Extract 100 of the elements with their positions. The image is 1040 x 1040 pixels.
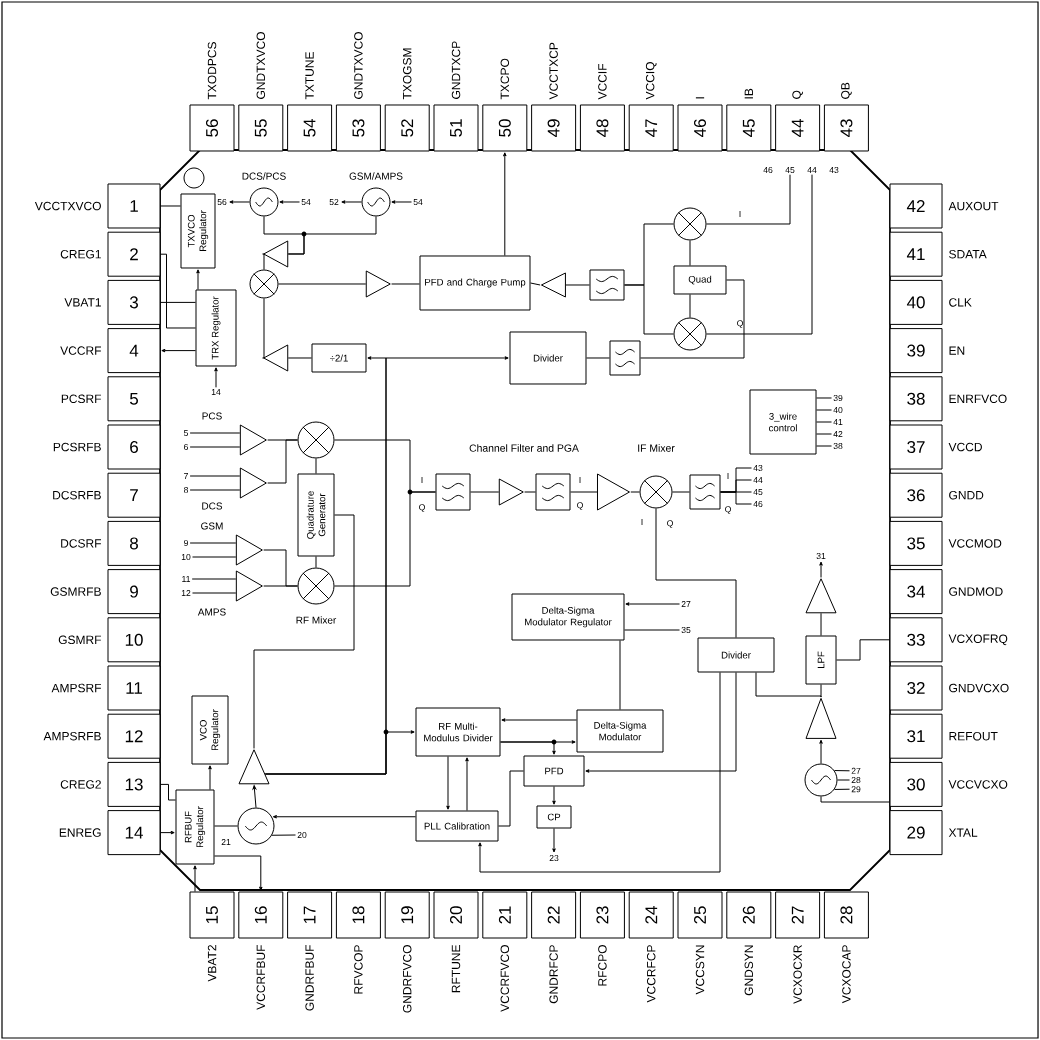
arrow bbox=[625, 602, 681, 606]
signal-line bbox=[253, 514, 355, 749]
pin-box: 16 bbox=[238, 891, 284, 939]
arrow bbox=[279, 200, 300, 204]
arrow bbox=[272, 815, 416, 819]
pin-box: 45 bbox=[726, 104, 772, 152]
signal-line bbox=[689, 240, 691, 266]
mixer-symbol bbox=[673, 207, 707, 241]
arrow bbox=[500, 741, 556, 755]
amplifier-symbol bbox=[235, 570, 263, 602]
signal-line bbox=[834, 770, 851, 772]
signal-line bbox=[640, 279, 745, 359]
signal-line bbox=[267, 439, 298, 484]
amplifier-symbol bbox=[239, 424, 267, 456]
pin-box: 40 bbox=[889, 279, 943, 325]
signal-line bbox=[837, 779, 851, 781]
signal-line bbox=[261, 253, 265, 270]
arrow bbox=[819, 739, 823, 764]
pin-box: 21 bbox=[482, 891, 528, 939]
amplifier-symbol bbox=[238, 749, 270, 785]
pin-box: 50 bbox=[482, 104, 528, 152]
signal-line bbox=[586, 357, 610, 359]
pin-box: 3 bbox=[107, 279, 161, 325]
pin-box: 33 bbox=[889, 617, 943, 663]
arrow bbox=[552, 828, 556, 853]
signal-line bbox=[189, 489, 241, 491]
pin-box: 15 bbox=[189, 891, 235, 939]
arrow bbox=[208, 765, 212, 790]
signal-line bbox=[530, 282, 541, 286]
signal-line bbox=[720, 491, 753, 505]
pin-box: 46 bbox=[677, 104, 723, 152]
signal-line bbox=[214, 825, 238, 827]
pin-box: 12 bbox=[107, 713, 161, 759]
signal-line bbox=[820, 796, 890, 803]
signal-line bbox=[834, 788, 851, 790]
signal-line bbox=[619, 640, 621, 710]
pin-box: 54 bbox=[287, 104, 333, 152]
pin-box: 4 bbox=[107, 328, 161, 374]
pin-box: 55 bbox=[238, 104, 284, 152]
pin-box: 37 bbox=[889, 424, 943, 470]
filter-symbol bbox=[689, 474, 721, 510]
pin-box: 25 bbox=[677, 891, 723, 939]
amplifier-symbol bbox=[263, 240, 289, 268]
pin-box: 53 bbox=[335, 104, 381, 152]
pin-box: 41 bbox=[889, 231, 943, 277]
arrow bbox=[214, 855, 263, 891]
pin-box: 51 bbox=[433, 104, 479, 152]
arrow bbox=[552, 786, 556, 805]
signal-line bbox=[189, 475, 241, 477]
signal-line bbox=[287, 216, 377, 255]
pin-box: 14 bbox=[107, 810, 161, 856]
signal-line bbox=[192, 592, 237, 594]
signal-line bbox=[189, 446, 241, 448]
pin-box: 10 bbox=[107, 617, 161, 663]
signal-line bbox=[836, 639, 890, 661]
pin-box: 48 bbox=[579, 104, 625, 152]
amplifier-symbol bbox=[365, 270, 391, 298]
signal-line bbox=[261, 298, 265, 359]
signal-line bbox=[160, 253, 196, 329]
filter-symbol bbox=[589, 269, 625, 301]
pin-box: 17 bbox=[287, 891, 333, 939]
amplifier-symbol bbox=[239, 467, 267, 499]
signal-line bbox=[706, 174, 791, 225]
signal-line bbox=[655, 508, 737, 638]
amplifier-symbol bbox=[540, 272, 566, 298]
pin-box: 23 bbox=[579, 891, 625, 939]
signal-line bbox=[816, 397, 833, 399]
pin-box: 11 bbox=[107, 665, 161, 711]
arrow bbox=[585, 672, 737, 773]
signal-line bbox=[570, 491, 598, 493]
signal-line bbox=[672, 491, 690, 493]
arrow bbox=[819, 561, 823, 578]
arrow bbox=[446, 756, 450, 810]
pin-box: 2 bbox=[107, 231, 161, 277]
pin-box: 13 bbox=[107, 761, 161, 807]
pin-box: 44 bbox=[775, 104, 821, 152]
pin-box: 32 bbox=[889, 665, 943, 711]
filter-symbol bbox=[435, 473, 471, 511]
signal-line bbox=[160, 783, 176, 801]
amplifier-symbol bbox=[498, 478, 524, 506]
amplifier-symbol bbox=[263, 344, 289, 372]
pin-box: 47 bbox=[628, 104, 674, 152]
pin-box: 42 bbox=[889, 183, 943, 229]
signal-line bbox=[820, 684, 822, 698]
pin-box: 19 bbox=[384, 891, 430, 939]
signal-line bbox=[315, 458, 317, 474]
oscillator-symbol bbox=[249, 187, 279, 217]
signal-line bbox=[160, 205, 181, 207]
pin-box: 30 bbox=[889, 761, 943, 807]
pin-box: 28 bbox=[823, 891, 869, 939]
arrow bbox=[465, 757, 469, 811]
arrow bbox=[193, 865, 197, 892]
signal-line bbox=[816, 421, 833, 423]
signal-line bbox=[192, 556, 237, 558]
signal-line bbox=[189, 542, 237, 544]
mixer-symbol bbox=[249, 269, 279, 299]
signal-line bbox=[706, 174, 813, 335]
signal-line bbox=[498, 770, 524, 827]
arrow bbox=[196, 269, 200, 290]
pin-box: 6 bbox=[107, 424, 161, 470]
